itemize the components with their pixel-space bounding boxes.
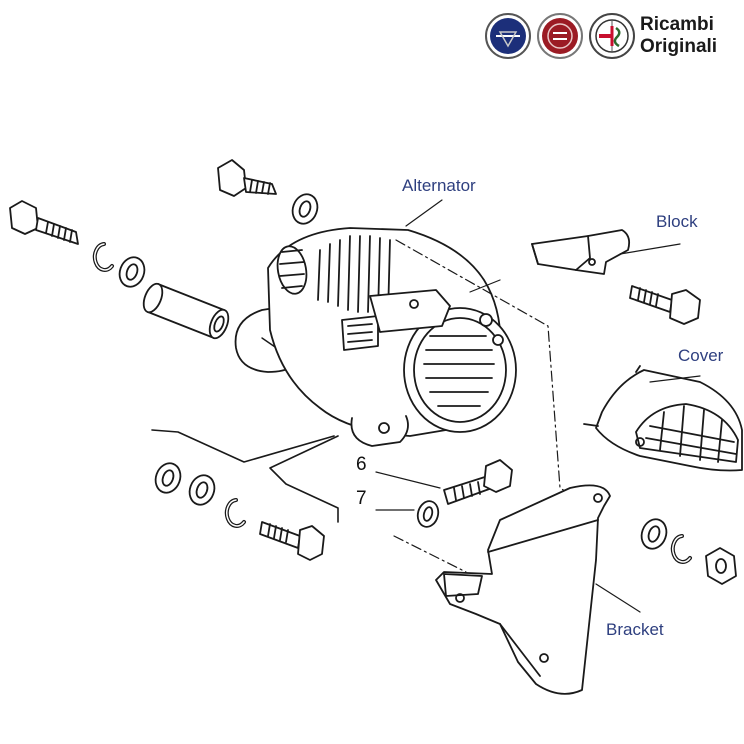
alfa-romeo-logo-icon xyxy=(589,13,635,59)
alternator-label: Alternator xyxy=(402,176,476,195)
lower-washer-2-icon xyxy=(188,474,216,506)
fiat-logo-icon xyxy=(537,13,583,59)
part-7-washer-icon xyxy=(375,500,467,573)
callout-7: 7 xyxy=(356,488,367,509)
block-bolt-icon xyxy=(629,285,701,325)
top-bolt-icon xyxy=(217,159,277,197)
block-part-icon xyxy=(531,229,631,275)
lower-lock-washer-icon xyxy=(224,498,246,528)
part-6-bolt-icon xyxy=(375,459,513,505)
long-bolt-icon xyxy=(9,200,79,245)
alternator-body-icon xyxy=(234,227,517,447)
right-lock-washer-icon xyxy=(670,534,692,564)
lancia-logo-icon xyxy=(485,13,531,59)
block-label: Block xyxy=(656,212,698,231)
callout-6: 6 xyxy=(356,454,367,475)
hex-nut-icon xyxy=(705,547,737,585)
lock-washer-icon xyxy=(92,242,114,272)
bracket-label: Bracket xyxy=(606,620,664,639)
flat-washer-icon xyxy=(118,256,146,288)
bracket-part-icon xyxy=(435,484,611,695)
cover-label: Cover xyxy=(678,346,724,365)
brand-line-1: Ricambi xyxy=(640,14,714,35)
cover-part-icon xyxy=(583,365,743,472)
right-washer-icon xyxy=(640,518,668,550)
spacer-sleeve-icon xyxy=(142,282,230,340)
brand-line-2: Originali xyxy=(640,36,718,57)
lower-washer-1-icon xyxy=(154,462,182,494)
lower-bolt-icon xyxy=(259,521,325,561)
top-washer-icon xyxy=(291,193,319,225)
